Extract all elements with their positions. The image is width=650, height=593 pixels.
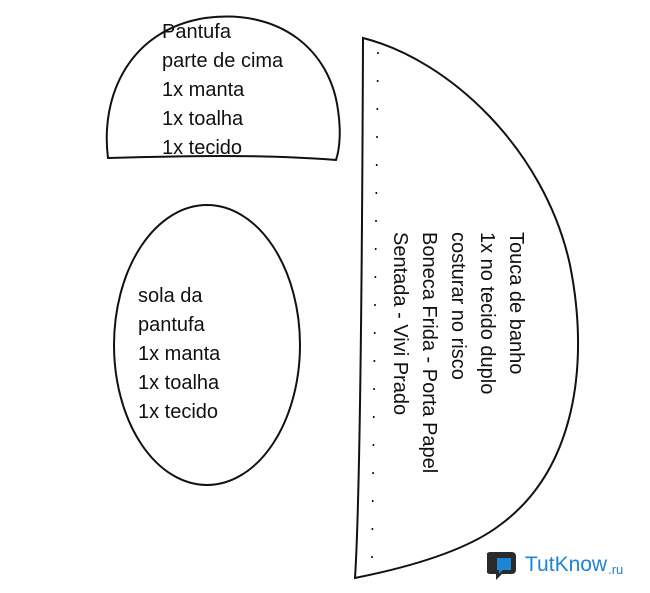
shower-cap-line: Sentada - Vivi Prado xyxy=(389,232,411,416)
sewing-line xyxy=(371,51,379,566)
slipper-sole-line: 1x manta xyxy=(138,343,221,365)
tutknow-watermark: TutKnow.ru xyxy=(487,545,623,585)
slipper-top-line: 1x tecido xyxy=(162,137,243,159)
slipper-top-outline xyxy=(105,15,341,162)
shower-cap-line: Boneca Frida - Porta Papel xyxy=(418,232,440,474)
slipper-top-line: parte de cima xyxy=(162,50,284,72)
slipper-top-label: Pantufa parte de cima 1x manta 1x toalha… xyxy=(162,18,283,163)
speech-bubble-logo-icon xyxy=(487,552,516,580)
watermark-brand: TutKnow.ru xyxy=(525,553,623,577)
slipper-top-line: Pantufa xyxy=(162,21,231,43)
slipper-top-line: 1x manta xyxy=(162,79,245,101)
slipper-sole-line: 1x tecido xyxy=(138,401,219,423)
shower-cap-outline xyxy=(353,36,580,580)
watermark-tut: Tut xyxy=(525,553,555,576)
shower-cap-line: 1x no tecido duplo xyxy=(476,232,498,395)
slipper-sole-line: pantufa xyxy=(138,314,205,336)
watermark-know: Know xyxy=(554,553,608,576)
shower-cap-line: costurar no risco xyxy=(447,232,469,380)
slipper-sole-line: sola da xyxy=(138,285,203,307)
slipper-sole-line: 1x toalha xyxy=(138,372,220,394)
watermark-tld: .ru xyxy=(608,562,624,577)
slipper-top-line: 1x toalha xyxy=(162,108,244,130)
shower-cap-line: Touca de banho xyxy=(505,232,527,375)
slipper-sole-label: sola da pantufa 1x manta 1x toalha 1x te… xyxy=(138,282,220,427)
slipper-sole-outline xyxy=(113,204,301,486)
